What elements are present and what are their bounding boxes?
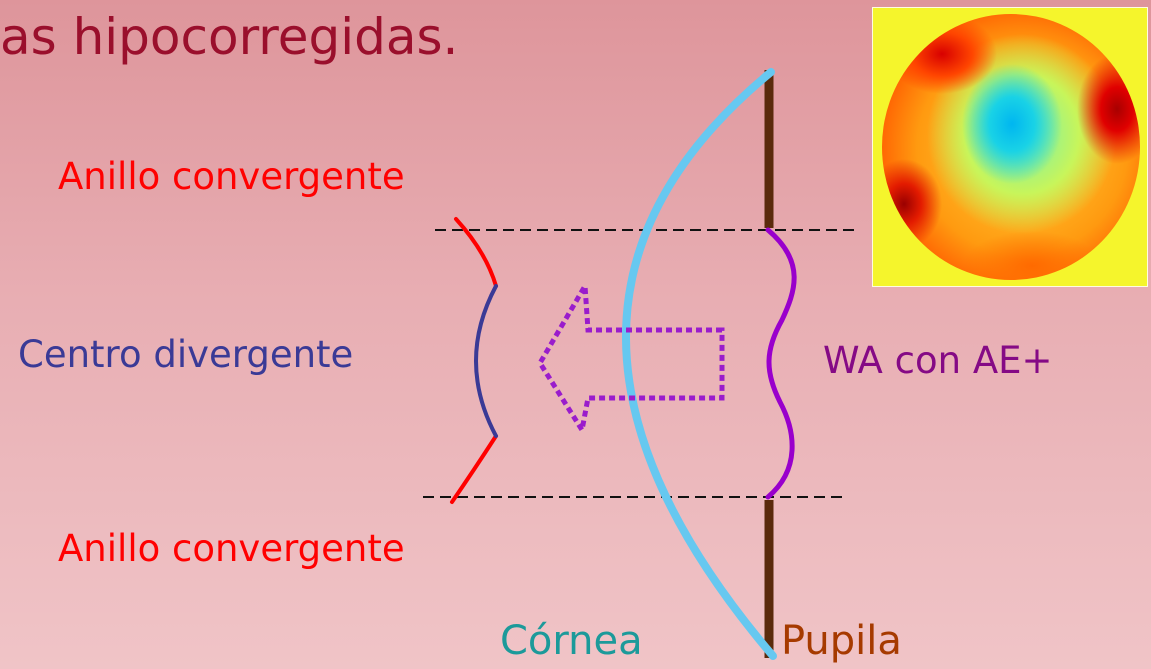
direction-arrow [537,277,725,437]
convergent-ring-top [454,217,498,288]
wavefront-aberration-map [872,7,1148,287]
slide-title: as hipocorregidas. [0,8,459,66]
label-convergent-ring-top: Anillo convergente [58,155,405,198]
label-wavefront: WA con AE+ [823,339,1053,382]
label-pupil: Pupila [781,618,902,664]
wavefront-curve [765,227,797,500]
cornea-arc [622,68,777,660]
label-convergent-ring-bottom: Anillo convergente [58,527,405,570]
convergent-ring-bottom [450,434,498,504]
label-cornea: Córnea [500,618,643,664]
aberration-disc [882,14,1140,280]
divergent-center [474,284,498,438]
label-divergent-center: Centro divergente [18,333,354,376]
